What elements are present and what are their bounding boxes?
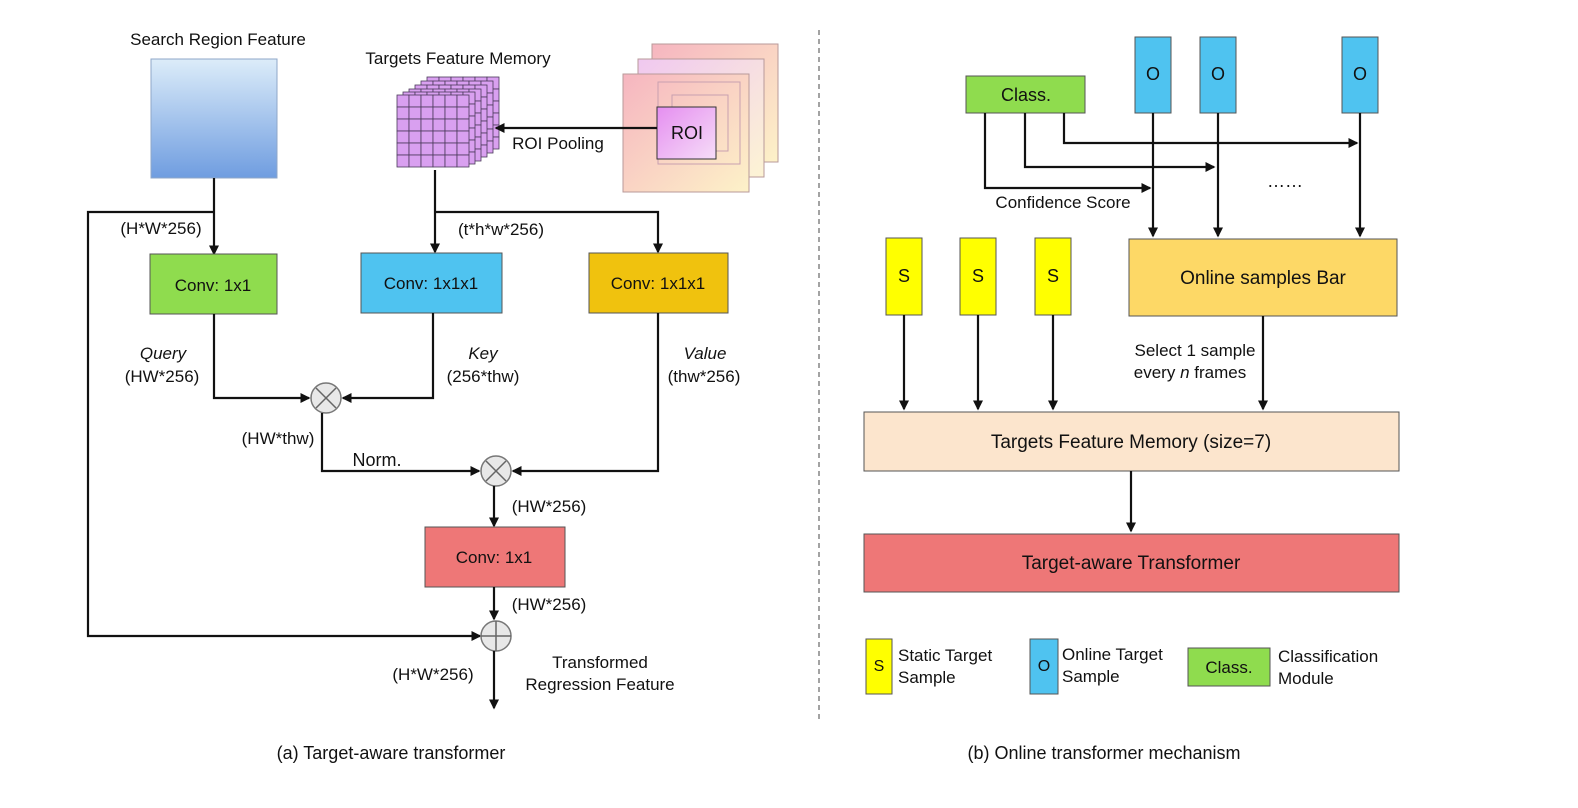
- legend-online-1: Online Target: [1062, 645, 1163, 664]
- key-label: Key: [468, 344, 499, 363]
- legend-online-2: Sample: [1062, 667, 1120, 686]
- search-region-feature: [150, 58, 278, 179]
- caption-b: (b) Online transformer mechanism: [967, 743, 1240, 763]
- multiply-node-1: [310, 382, 342, 414]
- query-label: Query: [140, 344, 188, 363]
- memory-grid-stack: [396, 76, 500, 168]
- conv-out-box: [424, 526, 566, 588]
- online-sample-o3: [1341, 36, 1379, 114]
- class-label: Class.: [1001, 85, 1051, 105]
- confidence-line-1: [983, 113, 1152, 193]
- transformer-label: Target-aware Transformer: [1022, 553, 1241, 574]
- legend-s-label: S: [874, 658, 885, 675]
- hw256-b: (HW*256): [512, 595, 587, 614]
- legend-static-1: Static Target: [898, 646, 992, 665]
- legend-classification-2: Module: [1278, 669, 1334, 688]
- query-to-mult-arrow: [212, 314, 311, 403]
- conv-key-label: Conv: 1x1x1: [384, 274, 479, 293]
- transformer-box: [863, 533, 1400, 593]
- select-label-2: every n frames: [1134, 363, 1246, 382]
- transformed-label-1: Transformed: [552, 653, 648, 672]
- roi-pooling-label: ROI Pooling: [512, 134, 604, 153]
- conv-value-box: [588, 252, 729, 314]
- value-dim: (thw*256): [668, 367, 741, 386]
- panel-b: Class. O O O Confidence Score …… Online …: [863, 36, 1400, 763]
- s2-label: S: [972, 266, 984, 286]
- confidence-label: Confidence Score: [995, 193, 1130, 212]
- roi-box: [656, 106, 717, 160]
- targets-memory-box: [863, 411, 1400, 472]
- value-to-mult2-arrow: [511, 313, 660, 476]
- conv-query-label: Conv: 1x1: [175, 276, 252, 295]
- search-region-label: Search Region Feature: [130, 30, 306, 49]
- confidence-line-3: [1062, 113, 1359, 148]
- o3-label: O: [1353, 64, 1367, 84]
- dots-label: ……: [1267, 171, 1303, 191]
- key-to-mult-arrow: [341, 313, 435, 403]
- select-label-1: Select 1 sample: [1135, 341, 1256, 360]
- transformed-label-2: Regression Feature: [525, 675, 674, 694]
- legend-classification-1: Classification: [1278, 647, 1378, 666]
- conv-out-label: Conv: 1x1: [456, 548, 533, 567]
- memory-grid-layer: [396, 94, 470, 168]
- dim-hw256-top: (H*W*256): [120, 219, 201, 238]
- legend-class-box: [1187, 647, 1271, 687]
- online-sample-o2: [1199, 36, 1237, 114]
- key-dim: (256*thw): [447, 367, 520, 386]
- hw-thw-label: (HW*thw): [242, 429, 315, 448]
- legend-static-2: Sample: [898, 668, 956, 687]
- mult1-to-mult2-arrow: [320, 413, 481, 476]
- static-sample-s3: [1034, 237, 1072, 316]
- legend-o-label: O: [1038, 658, 1050, 675]
- online-samples-bar: [1128, 238, 1398, 317]
- caption-a: (a) Target-aware transformer: [277, 743, 506, 763]
- targets-memory-box-label: Targets Feature Memory (size=7): [991, 432, 1271, 453]
- add-node: [480, 620, 512, 652]
- legend-o-box: [1029, 638, 1059, 695]
- o1-label: O: [1146, 64, 1160, 84]
- static-sample-s2: [959, 237, 997, 316]
- o2-label: O: [1211, 64, 1225, 84]
- legend: S Static Target Sample O Online Target S…: [865, 638, 1378, 695]
- panel-a: Search Region Feature Targets Feature Me…: [86, 30, 779, 763]
- static-sample-s1: [885, 237, 923, 316]
- targets-memory-label: Targets Feature Memory: [365, 49, 551, 68]
- class-box: [965, 75, 1086, 114]
- roi-label: ROI: [671, 123, 703, 143]
- conv-value-label: Conv: 1x1x1: [611, 274, 706, 293]
- s1-label: S: [898, 266, 910, 286]
- s3-label: S: [1047, 266, 1059, 286]
- norm-label: Norm.: [353, 450, 402, 470]
- hw256-res: (H*W*256): [392, 665, 473, 684]
- legend-s-box: [865, 638, 893, 695]
- dim-thw256: (t*h*w*256): [458, 220, 544, 239]
- multiply-node-2: [480, 455, 512, 487]
- memory-to-value-arrow: [435, 210, 663, 254]
- conv-query-box: [149, 253, 278, 315]
- value-label: Value: [684, 344, 727, 363]
- conv-key-box: [360, 252, 503, 314]
- query-dim: (HW*256): [125, 367, 200, 386]
- legend-class-label: Class.: [1205, 658, 1252, 677]
- online-bar-label: Online samples Bar: [1180, 268, 1346, 289]
- residual-line: [86, 210, 482, 641]
- hw256-a: (HW*256): [512, 497, 587, 516]
- confidence-line-2: [1023, 113, 1216, 172]
